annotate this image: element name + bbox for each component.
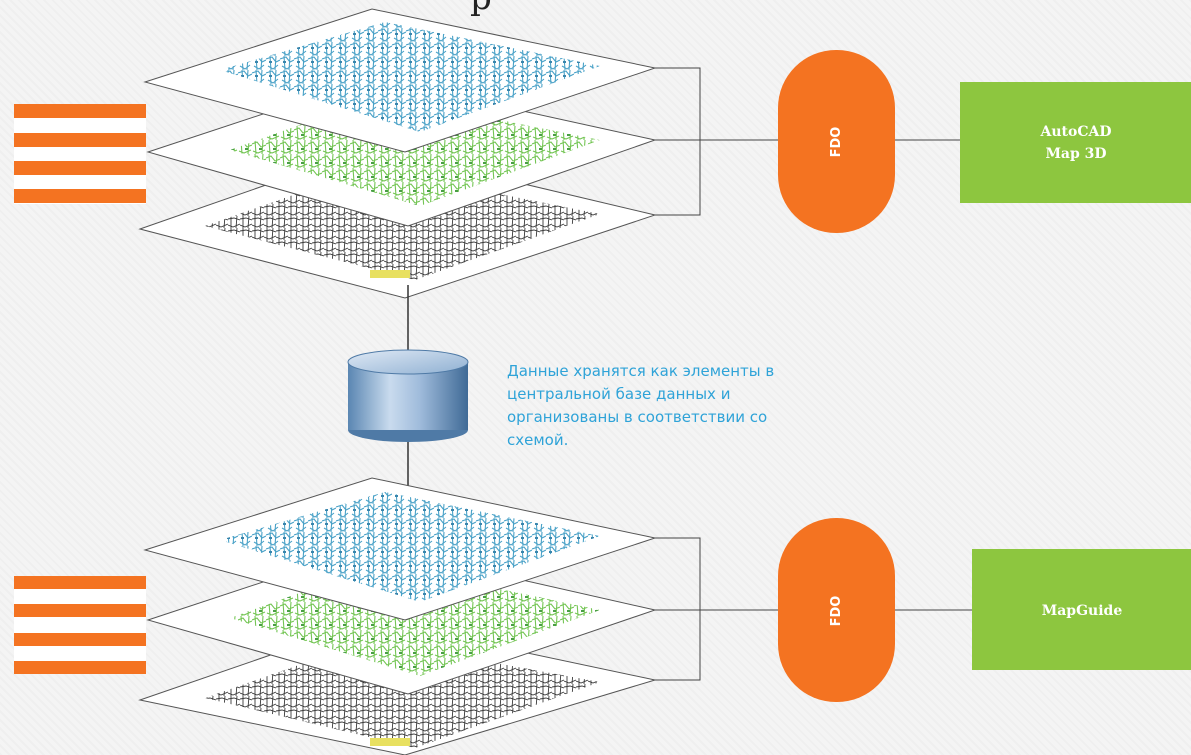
app-box-mapguide: MapGuide [972, 549, 1191, 670]
description-line: организованы в соответствии со [507, 408, 768, 426]
fdo-connector-top: FDO [778, 50, 895, 233]
connector-top [655, 67, 960, 216]
app-label-mapguide: MapGuide [1042, 603, 1123, 619]
description-line: центральной базе данных и [507, 385, 731, 403]
map-layer-stack-bottom [138, 477, 657, 755]
page-title-fragment: р [470, 0, 492, 18]
app-label-autocad-line1: AutoCAD [1040, 124, 1112, 140]
map-layer-stack-top [138, 8, 657, 299]
app-box-autocad: AutoCAD Map 3D [960, 82, 1191, 203]
fdo-label-top: FDO [829, 127, 844, 158]
connector-bottom [655, 537, 972, 681]
database-cylinder-icon [347, 349, 469, 442]
fdo-connector-bottom: FDO [778, 518, 895, 702]
description-line: Данные хранятся как элементы в [507, 362, 775, 380]
fdo-label-bottom: FDO [829, 596, 844, 627]
database-description: Данные хранятся как элементы в центральн… [507, 360, 927, 452]
app-label-autocad-line2: Map 3D [1045, 146, 1106, 162]
orange-stripes-icon [14, 104, 146, 204]
orange-stripes-icon [14, 576, 146, 674]
description-line: схемой. [507, 431, 569, 449]
